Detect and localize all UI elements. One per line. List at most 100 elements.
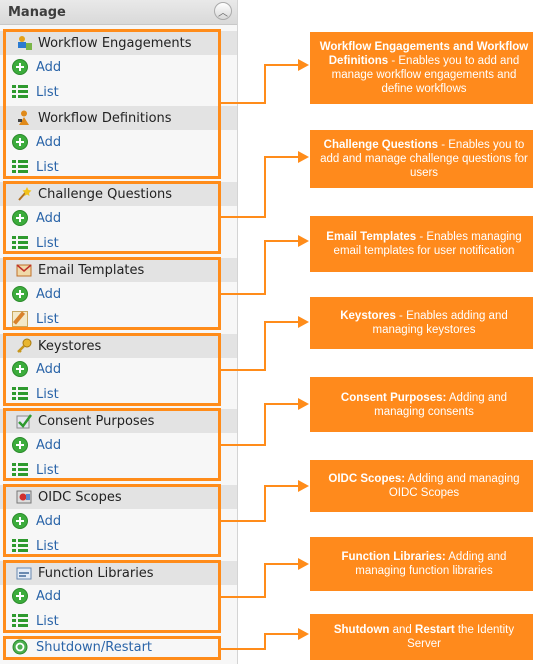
section-head-oidc-scopes — [0, 485, 237, 509]
keystores-add[interactable]: Add — [12, 359, 61, 379]
add-icon — [12, 134, 28, 150]
menu-function-libraries[interactable]: Function Libraries — [16, 563, 154, 583]
workflow-engagements-add[interactable]: Add — [12, 57, 61, 77]
list-link[interactable]: List — [36, 462, 59, 478]
menu-oidc-scopes[interactable]: OIDC Scopes — [16, 487, 122, 507]
workflow-definitions-add[interactable]: Add — [12, 132, 61, 152]
connector — [264, 240, 266, 295]
function-libraries-add[interactable]: Add — [12, 586, 61, 606]
callout-challenge-title: Challenge Questions — [323, 139, 439, 151]
callout-shutdown: Shutdown and Restart the Identity Server — [310, 614, 533, 660]
connector — [264, 64, 300, 66]
connector — [264, 485, 266, 522]
consent-icon — [16, 413, 33, 429]
add-icon — [12, 210, 28, 226]
add-link[interactable]: Add — [36, 59, 62, 75]
oidc-scopes-list[interactable]: List — [12, 536, 59, 556]
arrow-icon — [298, 480, 309, 492]
connector — [264, 563, 266, 598]
list-link[interactable]: List — [36, 613, 59, 629]
challenge-questions-list[interactable]: List — [12, 233, 59, 253]
callout-consent: Consent Purposes: Adding and managing co… — [310, 377, 533, 432]
connector — [264, 633, 266, 650]
list-link[interactable]: List — [36, 311, 59, 327]
add-link[interactable]: Add — [36, 437, 62, 453]
collapse-icon[interactable]: ︿ — [214, 2, 232, 20]
add-link[interactable]: Add — [36, 134, 62, 150]
highlight-challenge — [3, 181, 221, 254]
callout-consent-title: Consent Purposes: — [340, 391, 447, 404]
workflow-engagements-icon — [16, 35, 32, 51]
callout-workflow-text: - Enables you to add and manage workflow… — [331, 55, 520, 95]
highlight-workflow — [3, 29, 221, 179]
manage-panel: Manage ︿ Workflow Engagements Add List W… — [0, 0, 238, 664]
list-link[interactable]: List — [36, 538, 59, 554]
connector — [264, 563, 300, 565]
workflow-definitions-list[interactable]: List — [12, 157, 59, 177]
add-link[interactable]: Add — [36, 361, 62, 377]
connector — [264, 156, 300, 158]
list-icon — [12, 235, 28, 251]
menu-keystores[interactable]: Keystores — [16, 336, 101, 356]
function-libraries-label: Function Libraries — [38, 565, 154, 581]
connector — [264, 321, 300, 323]
email-templates-add[interactable]: Add — [12, 284, 61, 304]
connector — [264, 321, 266, 371]
section-head-challenge-questions — [0, 182, 237, 206]
email-templates-list[interactable]: List — [12, 309, 59, 329]
list-link[interactable]: List — [36, 159, 59, 175]
connector — [264, 403, 300, 405]
connector — [264, 403, 266, 446]
callout-function-text: Adding and managing function libraries — [355, 551, 507, 577]
callout-consent-text: Adding and managing consents — [374, 391, 508, 418]
list-link[interactable]: List — [36, 235, 59, 251]
callout-oidc-title: OIDC Scopes: — [328, 473, 406, 485]
list-icon — [12, 386, 28, 402]
highlight-email — [3, 257, 221, 330]
keystores-list[interactable]: List — [12, 384, 59, 404]
callout-shutdown-restart: Restart — [415, 624, 455, 636]
shutdown-restart-link[interactable]: Shutdown/Restart — [36, 639, 153, 655]
oidc-icon — [16, 489, 32, 505]
email-templates-label: Email Templates — [38, 262, 145, 278]
arrow-icon — [298, 151, 309, 163]
menu-email-templates[interactable]: Email Templates — [16, 260, 144, 280]
function-libraries-list[interactable]: List — [12, 611, 59, 631]
add-link[interactable]: Add — [36, 286, 62, 302]
callout-challenge: Challenge Questions - Enables you to add… — [310, 130, 533, 188]
edit-list-icon — [12, 311, 28, 327]
consent-purposes-list[interactable]: List — [12, 460, 59, 480]
workflow-engagements-list[interactable]: List — [12, 82, 59, 102]
highlight-oidc — [3, 484, 221, 557]
shutdown-restart-item[interactable]: Shutdown/Restart — [12, 637, 152, 657]
add-link[interactable]: Add — [36, 513, 62, 529]
add-icon — [12, 361, 28, 377]
list-link[interactable]: List — [36, 84, 59, 100]
add-link[interactable]: Add — [36, 588, 62, 604]
menu-workflow-engagements[interactable]: Workflow Engagements — [16, 33, 192, 53]
connector — [221, 102, 266, 104]
callout-workflow-title: Workflow Engagements and Workflow Defini… — [319, 41, 529, 67]
menu-workflow-definitions[interactable]: Workflow Definitions — [16, 108, 172, 128]
connector — [264, 633, 300, 635]
consent-purposes-add[interactable]: Add — [12, 435, 61, 455]
section-head-keystores — [0, 334, 237, 358]
callout-oidc-text: Adding and managing OIDC Scopes — [388, 473, 520, 499]
add-link[interactable]: Add — [36, 210, 62, 226]
arrow-icon — [298, 558, 309, 570]
challenge-questions-add[interactable]: Add — [12, 208, 61, 228]
menu-consent-purposes[interactable]: Consent Purposes — [16, 411, 154, 431]
oidc-scopes-add[interactable]: Add — [12, 511, 61, 531]
connector — [264, 485, 300, 487]
connector — [221, 520, 266, 522]
panel-title: Manage — [8, 5, 66, 20]
section-head-workflow-engagements — [0, 31, 237, 55]
consent-purposes-label: Consent Purposes — [38, 413, 155, 429]
callout-shutdown-and: and — [389, 624, 416, 636]
connector — [221, 648, 266, 650]
list-link[interactable]: List — [36, 386, 59, 402]
function-library-icon — [16, 565, 32, 581]
callout-keystores-text: - Enables adding and managing keystores — [372, 310, 508, 336]
callout-oidc: OIDC Scopes: Adding and managing OIDC Sc… — [310, 460, 533, 512]
menu-challenge-questions[interactable]: Challenge Questions — [16, 184, 172, 204]
